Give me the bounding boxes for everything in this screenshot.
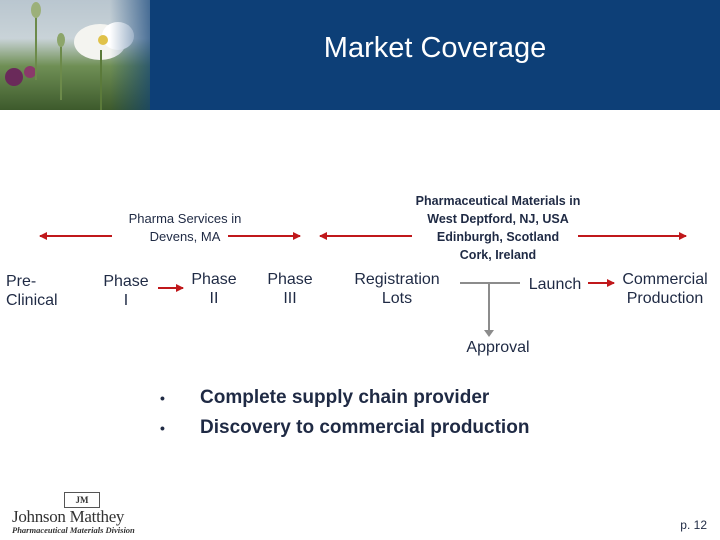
stage-approval: Approval <box>466 339 530 356</box>
approval-arrowhead <box>484 330 494 337</box>
bullet-dot: • <box>160 420 165 436</box>
stage-phase-3: Phase III <box>267 271 313 307</box>
stage-preclinical: Pre- Clinical <box>6 273 58 309</box>
stage-phase-1: Phase I <box>103 273 149 309</box>
bullet-text: Complete supply chain provider <box>200 387 490 408</box>
page-number: p. 12 <box>680 518 707 532</box>
pharma-materials-label: Pharmaceutical Materials in West Deptfor… <box>415 194 581 262</box>
bullet-dot: • <box>160 390 165 406</box>
key-points-list: • Complete supply chain provider • Disco… <box>160 387 529 447</box>
photo-fade <box>110 0 170 110</box>
bullet-item: • Discovery to commercial production <box>160 417 529 447</box>
company-division: Pharmaceutical Materials Division <box>12 525 135 535</box>
stage-phase-2: Phase II <box>191 271 237 307</box>
pharma-services-label: Pharma Services in Devens, MA <box>128 211 242 244</box>
company-logo-name: Johnson Matthey <box>12 507 125 526</box>
stage-registration-lots: Registration Lots <box>354 271 440 307</box>
jm-logo-mark: JM <box>64 492 100 508</box>
bullet-text: Discovery to commercial production <box>200 417 530 438</box>
slide-title: Market Coverage <box>323 32 547 64</box>
stage-commercial-production: Commercial Production <box>622 271 708 307</box>
bullet-item: • Complete supply chain provider <box>160 387 529 417</box>
stage-launch: Launch <box>528 276 582 293</box>
